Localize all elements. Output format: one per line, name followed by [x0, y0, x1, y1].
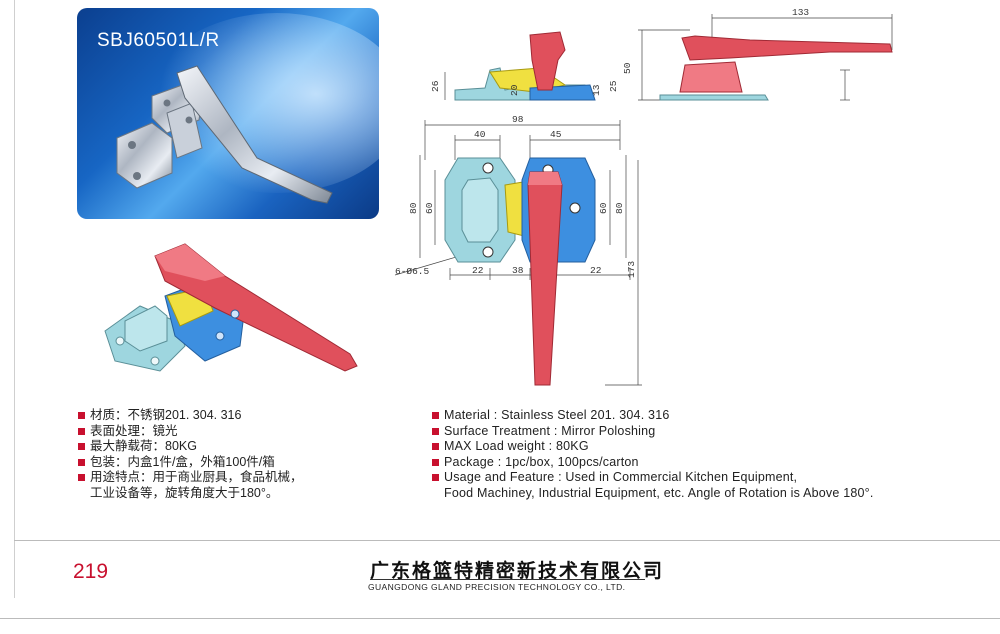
dim-60-left: 60 — [424, 202, 435, 214]
dim-25: 25 — [608, 80, 619, 92]
dim-26: 26 — [430, 80, 441, 92]
dim-38: 38 — [512, 265, 524, 276]
dim-173: 173 — [626, 261, 637, 278]
spec-cn-material: 材质：不锈钢201. 304. 316 — [78, 408, 408, 424]
page-number: 219 — [73, 560, 109, 583]
spec-cn-usage: 用途特点：用于商业厨具，食品机械， — [78, 470, 408, 486]
dim-40: 40 — [474, 129, 486, 140]
company-underline — [370, 579, 645, 580]
spec-cn-load: 最大静载荷：80KG — [78, 439, 408, 455]
dim-98: 98 — [512, 114, 524, 125]
dim-60-right: 60 — [598, 202, 609, 214]
dim-13: 13 — [591, 84, 602, 96]
dim-20: 20 — [509, 84, 520, 96]
handle-3d-render — [104, 243, 358, 372]
dim-hole-spec: 6-Ø6.5 — [395, 266, 430, 277]
company-name-english: GUANGDONG GLAND PRECISION TECHNOLOGY CO.… — [368, 582, 626, 592]
specs-chinese: 材质：不锈钢201. 304. 316 表面处理：镜光 最大静载荷：80KG 包… — [78, 408, 408, 501]
spec-cn-usage-cont: 工业设备等，旋转角度大于180°。 — [90, 485, 279, 500]
spec-en-package: Package : 1pc/box, 100pcs/carton — [432, 455, 972, 471]
dim-133: 133 — [792, 7, 809, 18]
spec-en-surface: Surface Treatment : Mirror Poloshing — [432, 424, 972, 440]
dim-22-right: 22 — [590, 265, 602, 276]
page-margin-rule — [14, 0, 15, 598]
footer-divider — [14, 540, 1000, 541]
spec-cn-package: 包装：内盒1件/盒，外箱100件/箱 — [78, 455, 408, 471]
dim-22-left: 22 — [472, 265, 484, 276]
spec-en-load: MAX Load weight : 80KG — [432, 439, 972, 455]
company-name-chinese: 广东格篮特精密新技术有限公司 — [370, 561, 665, 582]
product-photo: SBJ60501L/R — [77, 8, 379, 219]
chrome-handle-illustration — [116, 13, 379, 204]
spec-en-material: Material : Stainless Steel 201. 304. 316 — [432, 408, 972, 424]
dim-50: 50 — [622, 62, 633, 74]
technical-drawing: 133 50 26 20 13 25 98 40 45 80 60 60 80 … — [394, 7, 893, 386]
spec-en-usage: Usage and Feature : Used in Commercial K… — [432, 470, 972, 486]
dim-80-right: 80 — [614, 202, 625, 214]
spec-cn-surface: 表面处理：镜光 — [78, 424, 408, 440]
specs-english: Material : Stainless Steel 201. 304. 316… — [432, 408, 972, 501]
dim-45: 45 — [550, 129, 562, 140]
dim-80-left: 80 — [408, 202, 419, 214]
spec-en-usage-cont: Food Machiney, Industrial Equipment, etc… — [444, 485, 874, 500]
bottom-rule — [0, 618, 1000, 619]
